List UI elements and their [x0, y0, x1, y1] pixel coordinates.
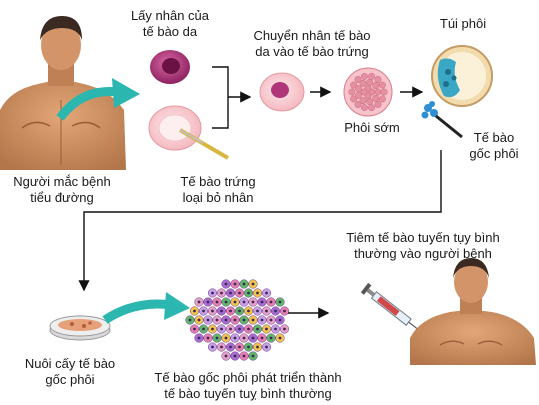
stem-cell-cluster — [421, 101, 438, 119]
stem-cell-label: Tế bào gốc phôi — [469, 130, 519, 161]
develop-label: Tế bào gốc phôi phát triển thành tế bào … — [154, 370, 342, 401]
culture-label: Nuôi cấy tế bào gốc phôi — [24, 356, 116, 387]
petri-dish-icon — [49, 315, 111, 341]
injection-label: Tiêm tế bào tuyến tụy bình thường vào ng… — [346, 230, 500, 261]
teal-arrow — [56, 87, 119, 121]
egg-cell-label: Tế bào trứng loại bỏ nhân — [180, 174, 256, 205]
patient-label: Người mắc bệnh tiểu đường — [13, 174, 111, 205]
skin-cell — [150, 50, 190, 84]
pancreatic-cell-cluster — [185, 279, 290, 361]
take-nucleus-label: Lấy nhân của tế bào da — [130, 8, 210, 39]
early-embryo — [343, 67, 393, 117]
flow-connector — [78, 150, 442, 292]
blastocyst — [431, 45, 493, 107]
treated-patient-figure — [410, 258, 536, 365]
syringe-icon — [360, 282, 424, 334]
transfer-label: Chuyển nhân tế bào da vào tế bào trứng — [253, 28, 371, 59]
fused-cell — [259, 72, 305, 112]
egg-cell — [148, 105, 202, 151]
early-embryo-label: Phôi sớm — [344, 120, 400, 135]
blastocyst-label: Túi phôi — [439, 16, 487, 31]
patient-figure — [0, 16, 126, 170]
merge-bracket — [212, 66, 252, 129]
needle-icon — [435, 114, 463, 139]
pipette-icon — [178, 128, 230, 160]
